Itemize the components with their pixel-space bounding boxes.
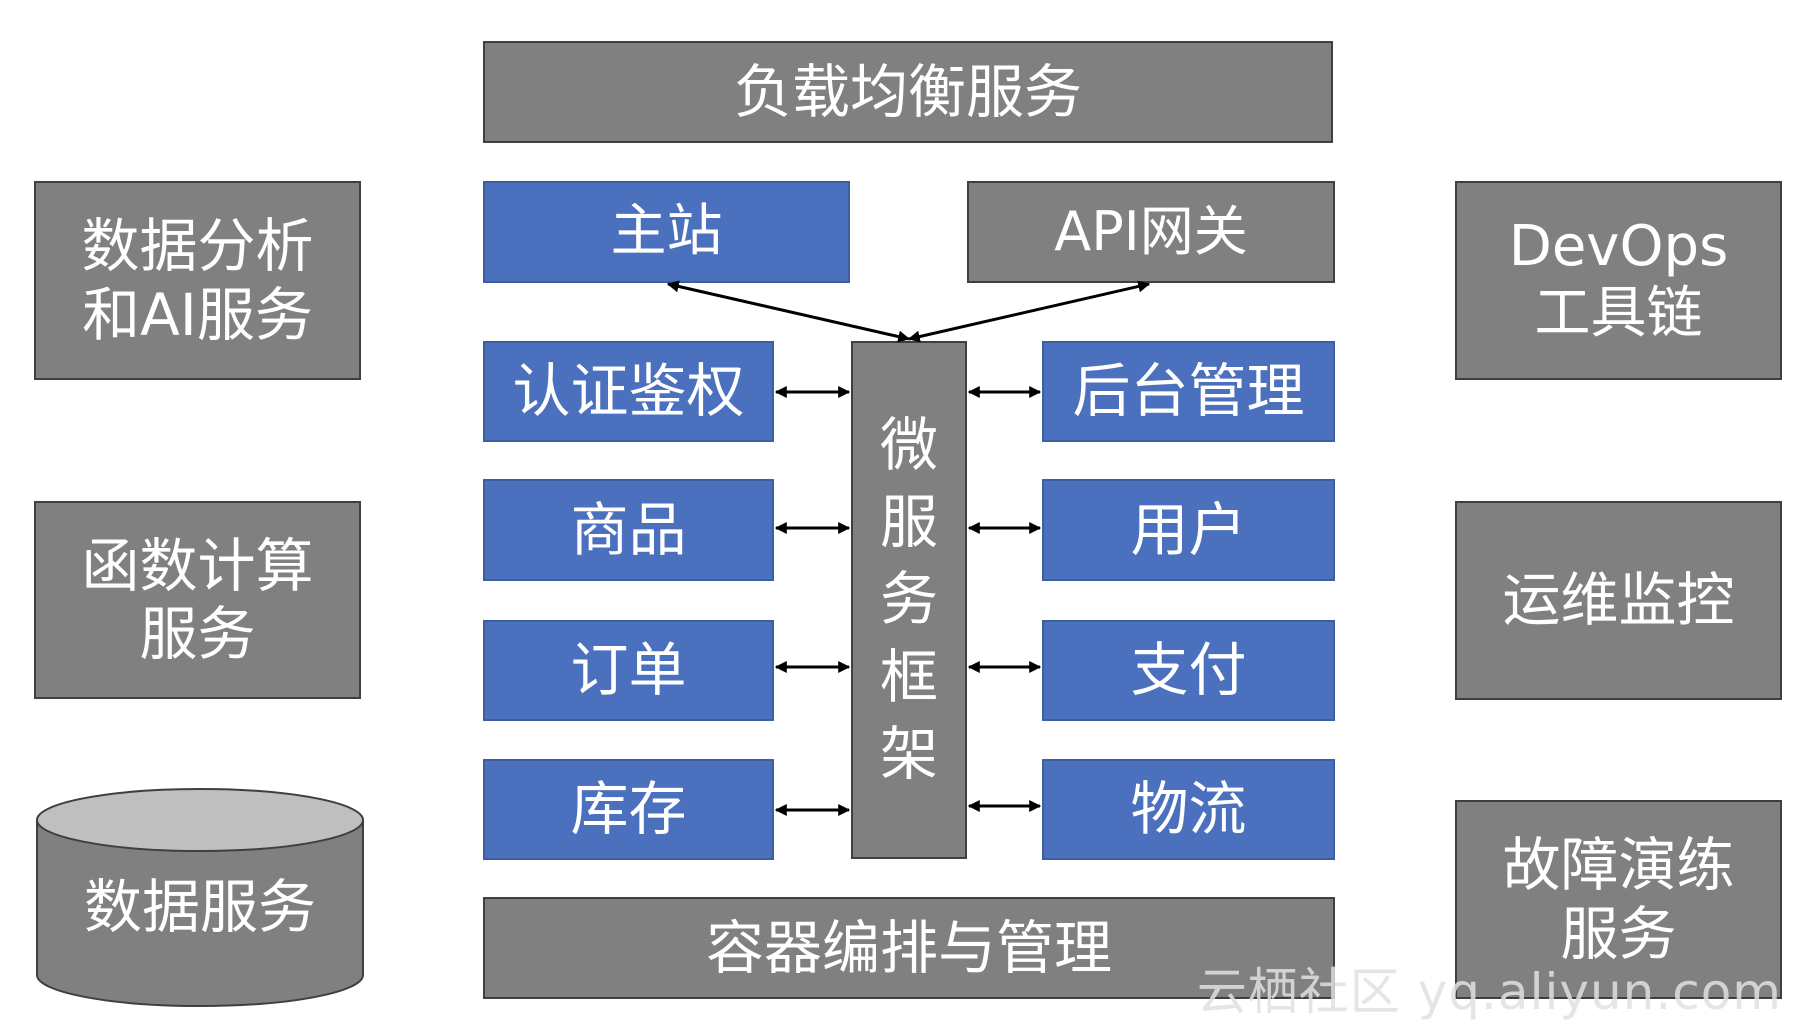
- logistics-service-box: 物流: [1042, 759, 1335, 860]
- inventory-service-label: 库存: [570, 775, 687, 844]
- logistics-service-label: 物流: [1130, 775, 1247, 844]
- main-site-box: 主站: [483, 181, 850, 283]
- fault-drill-box: 故障演练 服务: [1455, 800, 1782, 999]
- data-service-label: 数据服务: [83, 873, 316, 941]
- data-service-cylinder: [36, 788, 364, 1007]
- payment-service-label: 支付: [1130, 636, 1247, 705]
- product-service-label: 商品: [570, 495, 687, 564]
- devops-toolchain-box: DevOps 工具链: [1455, 181, 1782, 380]
- container-orchestration-label: 容器编排与管理: [705, 913, 1112, 982]
- inventory-service-box: 库存: [483, 759, 774, 860]
- function-compute-label: 函数计算 服务: [81, 531, 314, 668]
- order-service-box: 订单: [483, 620, 774, 721]
- admin-service-box: 后台管理: [1042, 341, 1335, 442]
- ops-monitoring-box: 运维监控: [1455, 501, 1782, 700]
- devops-toolchain-label: DevOps 工具链: [1508, 214, 1729, 346]
- api-gateway-box: API网关: [967, 181, 1335, 283]
- load-balancer-label: 负载均衡服务: [733, 57, 1082, 126]
- load-balancer-box: 负载均衡服务: [483, 41, 1333, 143]
- order-service-label: 订单: [570, 636, 687, 705]
- framework-char: 微: [879, 411, 938, 480]
- function-compute-box: 函数计算 服务: [34, 501, 361, 699]
- microservice-framework-box: 微 服 务 框 架: [851, 341, 967, 859]
- admin-service-label: 后台管理: [1072, 357, 1305, 426]
- analytics-ai-box: 数据分析 和AI服务: [34, 181, 361, 380]
- auth-service-label: 认证鉴权: [512, 357, 745, 426]
- payment-service-box: 支付: [1042, 620, 1335, 721]
- user-service-label: 用户: [1130, 495, 1247, 564]
- framework-char: 架: [879, 719, 938, 788]
- arrow-main-site-framework: [666, 280, 911, 343]
- product-service-box: 商品: [483, 479, 774, 581]
- main-site-label: 主站: [610, 198, 723, 264]
- watermark: 云栖社区 yq.aliyun.com: [1196, 963, 1782, 1021]
- auth-service-box: 认证鉴权: [483, 341, 774, 442]
- user-service-box: 用户: [1042, 479, 1335, 581]
- framework-char: 服: [879, 488, 938, 557]
- arrow-api-gateway-framework: [907, 280, 1151, 343]
- framework-char: 框: [879, 642, 938, 711]
- fault-drill-label: 故障演练 服务: [1502, 831, 1735, 968]
- framework-char: 务: [879, 565, 938, 634]
- container-orchestration-box: 容器编排与管理: [483, 897, 1335, 999]
- ops-monitoring-label: 运维监控: [1502, 566, 1735, 635]
- api-gateway-label: API网关: [1054, 200, 1248, 264]
- analytics-ai-label: 数据分析 和AI服务: [81, 212, 314, 349]
